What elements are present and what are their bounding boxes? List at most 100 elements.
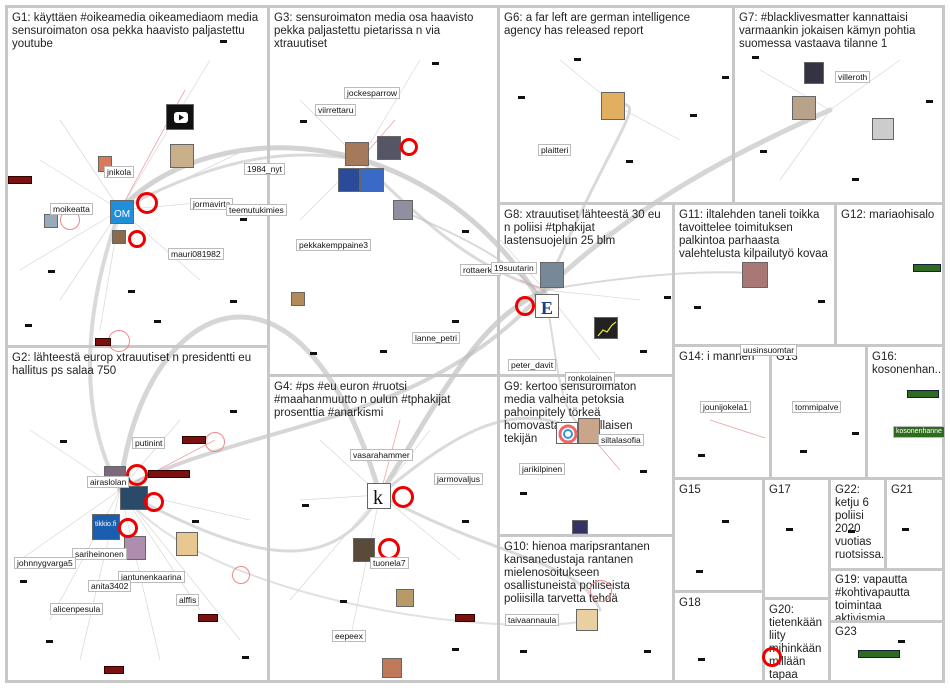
node[interactable]: [520, 650, 527, 653]
avatar-node[interactable]: [578, 418, 600, 444]
node[interactable]: [230, 410, 237, 413]
avatar-node[interactable]: [396, 589, 414, 607]
node-label[interactable]: 1984_nyt: [244, 163, 285, 175]
node-label[interactable]: viirrettaru: [315, 104, 357, 116]
green-tag-node[interactable]: [907, 390, 939, 398]
avatar-node[interactable]: [601, 92, 625, 120]
node[interactable]: [800, 450, 807, 453]
node[interactable]: [696, 570, 703, 573]
avatar-node[interactable]: [540, 262, 564, 288]
node-label[interactable]: putinint: [132, 437, 166, 449]
swirl-logo-node[interactable]: [556, 422, 578, 444]
node-label[interactable]: airaslolan: [87, 476, 130, 488]
avatar-node[interactable]: [345, 142, 369, 166]
node-label[interactable]: pekkakemppaine3: [296, 239, 371, 251]
node[interactable]: [698, 658, 705, 661]
avatar-node[interactable]: [176, 532, 198, 556]
node[interactable]: [694, 306, 701, 309]
e-logo-node[interactable]: E: [535, 294, 559, 318]
node[interactable]: [926, 100, 933, 103]
node-label[interactable]: eepeex: [332, 630, 366, 642]
avatar-node[interactable]: [338, 168, 360, 192]
node[interactable]: [25, 324, 32, 327]
red-tag-node[interactable]: [182, 436, 206, 444]
avatar-node[interactable]: [393, 200, 413, 220]
node-label[interactable]: tuonela7: [370, 557, 409, 569]
avatar-node[interactable]: [291, 292, 305, 306]
red-tag-node[interactable]: [8, 176, 32, 184]
node[interactable]: [574, 58, 581, 61]
node-label[interactable]: rottaerkki: [460, 264, 501, 276]
node[interactable]: [752, 56, 759, 59]
node[interactable]: [340, 600, 347, 603]
node-label[interactable]: mauri081982: [168, 248, 224, 260]
node[interactable]: [20, 580, 27, 583]
node-label[interactable]: ronkolainen: [565, 372, 615, 384]
node[interactable]: [240, 218, 247, 221]
node-label[interactable]: kosonenhanne: [893, 426, 945, 438]
node-label[interactable]: tommipalve: [792, 401, 842, 413]
node[interactable]: [452, 648, 459, 651]
node[interactable]: [518, 96, 525, 99]
node[interactable]: [302, 504, 309, 507]
node[interactable]: [310, 352, 317, 355]
node[interactable]: [664, 296, 671, 299]
node-label[interactable]: sariheinonen: [72, 548, 127, 560]
node-label[interactable]: alffis: [176, 594, 200, 606]
red-tag-node[interactable]: [148, 470, 190, 478]
node[interactable]: [220, 40, 227, 43]
node-label[interactable]: moikeatta: [50, 203, 93, 215]
node-label[interactable]: 19suutarin: [491, 262, 537, 274]
node[interactable]: [722, 520, 729, 523]
node-label[interactable]: jarmovaljus: [434, 473, 483, 485]
node[interactable]: [644, 650, 651, 653]
node[interactable]: [192, 520, 199, 523]
node-label[interactable]: taivaannaula: [505, 614, 560, 626]
node-label[interactable]: jounijokela1: [700, 401, 751, 413]
node[interactable]: [300, 120, 307, 123]
node[interactable]: [626, 160, 633, 163]
red-tag-node[interactable]: [455, 614, 475, 622]
node[interactable]: [898, 640, 905, 643]
avatar-node[interactable]: [576, 609, 598, 631]
avatar-node[interactable]: [382, 658, 402, 678]
red-tag-node[interactable]: [95, 338, 111, 346]
avatar-node[interactable]: [872, 118, 894, 140]
node[interactable]: [46, 640, 53, 643]
node[interactable]: [154, 320, 161, 323]
node[interactable]: [48, 270, 55, 273]
node-label[interactable]: teemutukimies: [226, 204, 287, 216]
node-label[interactable]: jockesparrow: [344, 87, 401, 99]
node[interactable]: [698, 454, 705, 457]
avatar-node[interactable]: [804, 62, 824, 84]
node-label[interactable]: alicenpesula: [50, 603, 104, 615]
node[interactable]: [640, 470, 647, 473]
node[interactable]: [452, 320, 459, 323]
avatar-node[interactable]: [170, 144, 194, 168]
avatar-node[interactable]: [792, 96, 816, 120]
avatar-node[interactable]: [377, 136, 401, 160]
avatar-node[interactable]: [572, 520, 588, 534]
node[interactable]: [690, 114, 697, 117]
oikeamedia-logo-node[interactable]: OM: [110, 200, 134, 224]
tikkio-logo-node[interactable]: tikkio.fi: [92, 514, 120, 540]
node-label[interactable]: anita3402: [88, 580, 132, 592]
node[interactable]: [852, 178, 859, 181]
avatar-node[interactable]: [360, 168, 384, 192]
node[interactable]: [380, 350, 387, 353]
youtube-logo-node[interactable]: [166, 104, 194, 130]
node[interactable]: [852, 432, 859, 435]
node-label[interactable]: siltalasofia: [598, 434, 644, 446]
avatar-node[interactable]: [124, 536, 146, 560]
chart-thumbnail-node[interactable]: [594, 317, 618, 339]
node-label[interactable]: vasarahammer: [350, 449, 413, 461]
node[interactable]: [242, 656, 249, 659]
node-label[interactable]: lanne_petri: [412, 332, 461, 344]
node-label[interactable]: peter_davit: [508, 359, 557, 371]
green-tag-node[interactable]: [858, 650, 900, 658]
node[interactable]: [520, 492, 527, 495]
avatar-node[interactable]: [742, 262, 768, 288]
node-label[interactable]: jormavirta: [190, 198, 234, 210]
avatar-node[interactable]: [112, 230, 126, 244]
node-label[interactable]: uusinsuomtar: [740, 344, 798, 356]
